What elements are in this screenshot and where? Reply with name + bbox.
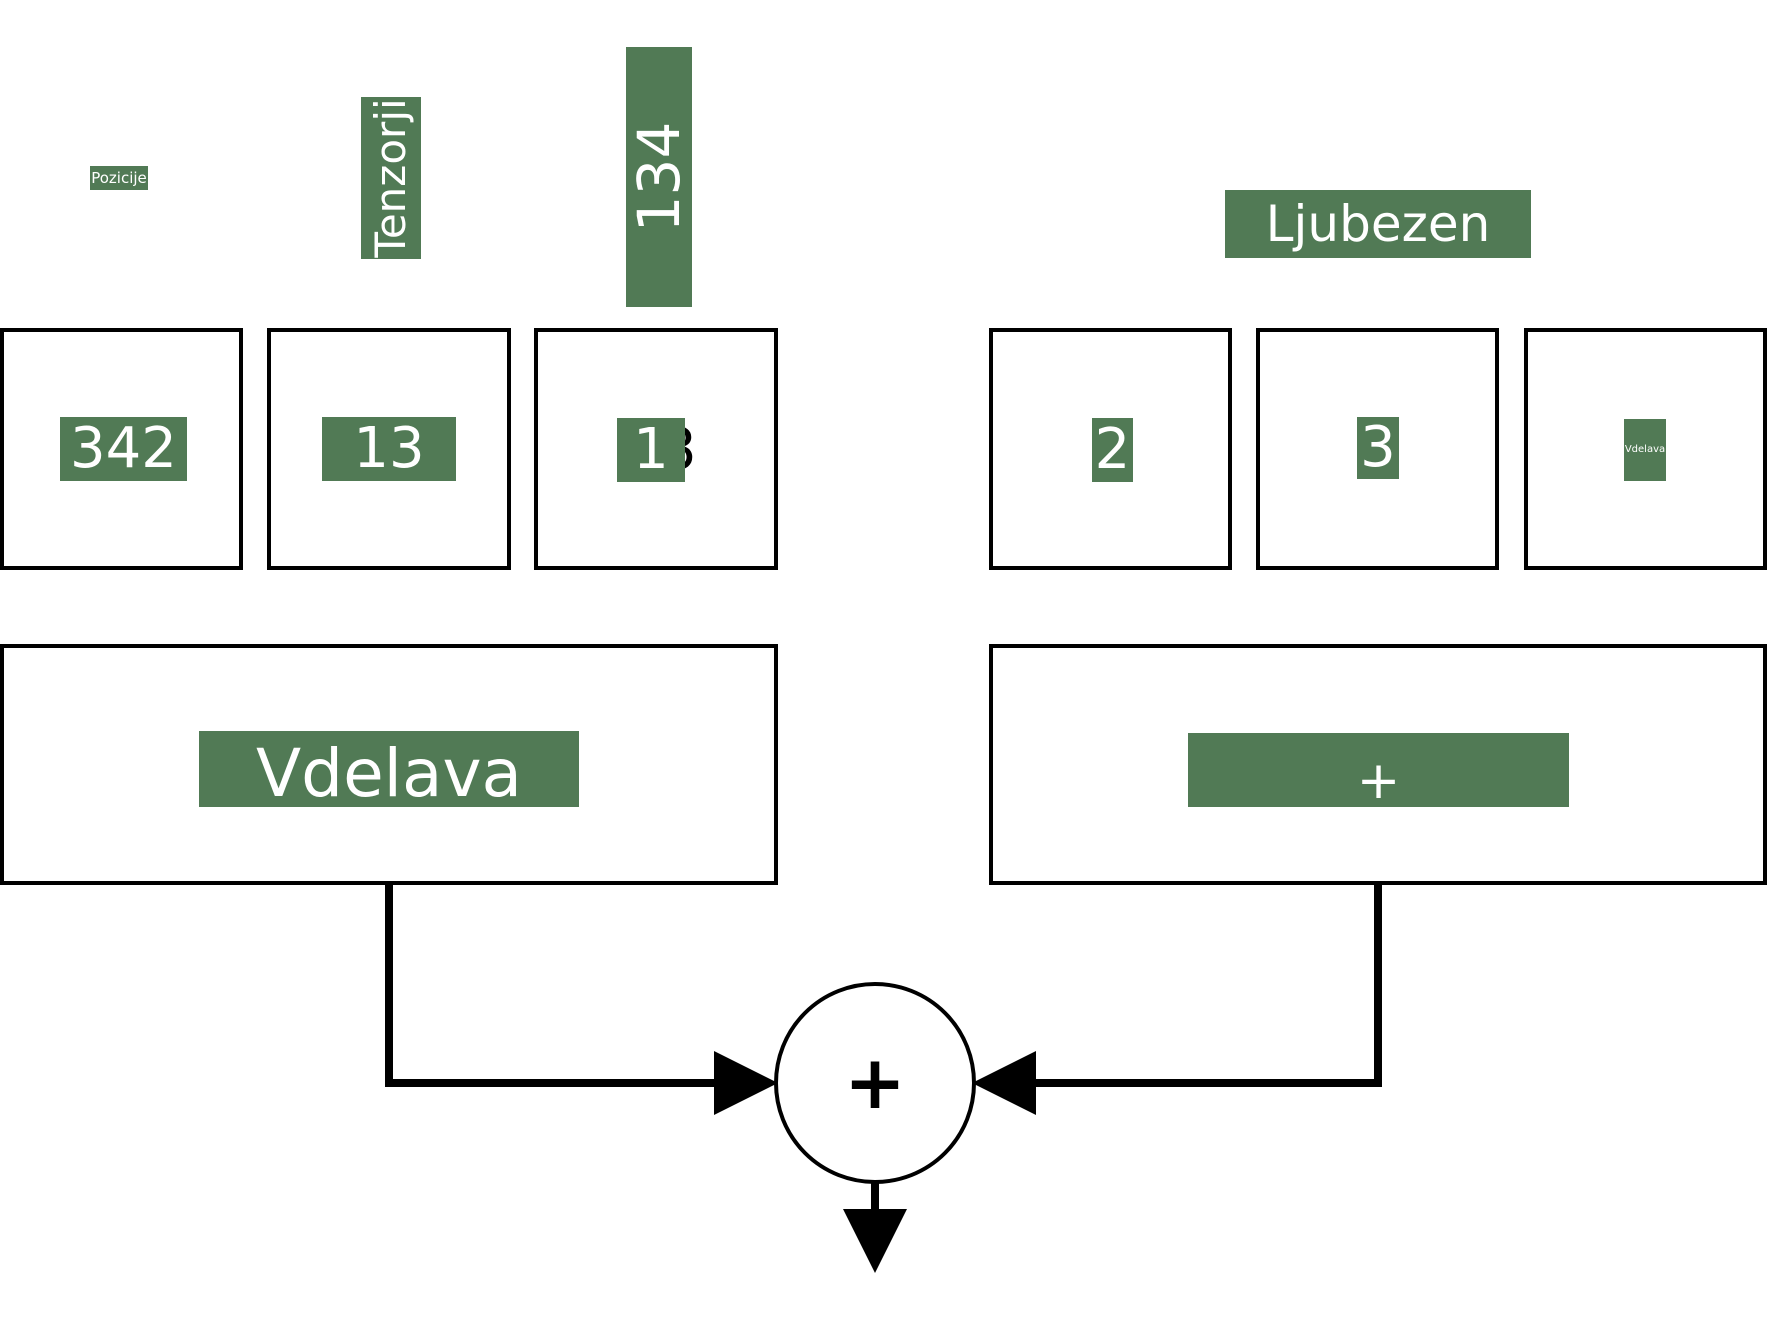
- sum-node: [774, 982, 976, 1184]
- left-token-box-1: [0, 328, 243, 570]
- left-token-1-text: 342: [70, 417, 177, 481]
- left-connector-arrow: [385, 884, 778, 1115]
- right-token-2-label: 3: [1357, 417, 1399, 479]
- label-tensors: Tenzorji: [361, 97, 421, 259]
- left-token-2-label: 13: [322, 417, 456, 481]
- label-positions: Pozicije: [90, 166, 148, 190]
- left-token-3-text: 1: [633, 418, 669, 482]
- right-token-3-text: Vdelava: [1624, 444, 1666, 455]
- label-positions-text: Pozicije: [91, 168, 147, 187]
- label-love: Ljubezen: [1225, 190, 1531, 258]
- left-token-2-text: 13: [353, 417, 425, 481]
- left-block-label: Vdelava: [199, 731, 579, 807]
- label-love-text: Ljubezen: [1265, 195, 1491, 253]
- right-block-label: +: [1188, 733, 1569, 807]
- label-tensors-text: Tenzorji: [366, 98, 415, 258]
- right-block-text: +: [1356, 751, 1401, 807]
- right-token-1-text: 2: [1094, 418, 1131, 482]
- left-block-text: Vdelava: [256, 735, 522, 807]
- left-token-box-3: [534, 328, 778, 570]
- right-token-1-label: 2: [1092, 418, 1133, 482]
- right-token-3-label: Vdelava: [1624, 419, 1666, 481]
- sum-node-symbol: +: [844, 1040, 906, 1126]
- left-token-1-label: 342: [60, 417, 187, 481]
- right-token-2-text: 3: [1360, 417, 1396, 479]
- right-connector-arrow: [972, 884, 1382, 1115]
- label-number-text: 134: [625, 121, 693, 233]
- label-number: 134: [625, 47, 693, 307]
- left-token-3-label: 1: [617, 418, 685, 482]
